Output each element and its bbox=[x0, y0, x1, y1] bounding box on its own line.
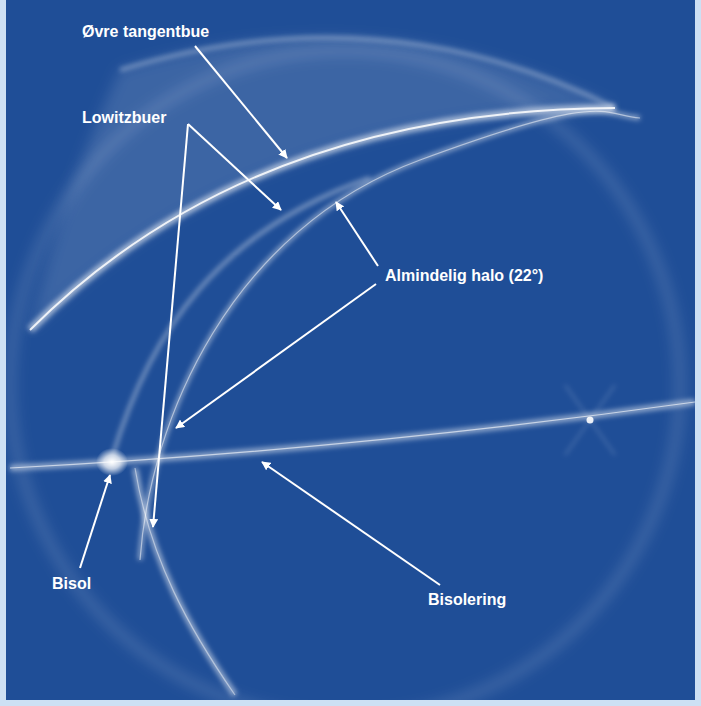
leader-arrow bbox=[195, 46, 287, 158]
leader-arrows bbox=[80, 46, 440, 585]
leader-arrow bbox=[80, 475, 110, 568]
halo-label: Lowitzbuer bbox=[82, 108, 166, 127]
tangent-arc bbox=[30, 108, 615, 330]
sky-panel bbox=[6, 0, 695, 700]
halo-label: Almindelig halo (22°) bbox=[385, 266, 543, 285]
tangent-arc-glow-line bbox=[30, 108, 615, 330]
parhelion-120-rays bbox=[565, 385, 615, 455]
halo-label: Bisol bbox=[52, 574, 91, 593]
parhelion-120 bbox=[587, 417, 594, 424]
leader-arrow bbox=[336, 202, 378, 266]
halo-label: Bisolering bbox=[428, 590, 506, 609]
tangent-arc-upper bbox=[120, 38, 615, 108]
halo-arcs bbox=[10, 38, 695, 700]
leader-arrow bbox=[176, 284, 376, 428]
leader-arrow bbox=[188, 124, 281, 210]
lowitz-arc-lower bbox=[135, 468, 235, 695]
lowitz-arc-lower-line bbox=[135, 468, 235, 695]
tangent-arc-glow bbox=[30, 38, 615, 330]
parhelion bbox=[96, 448, 128, 476]
lowitz-arc-upper bbox=[112, 178, 370, 458]
halo-22-line bbox=[140, 111, 640, 560]
leader-arrow bbox=[262, 462, 440, 585]
halo-22 bbox=[140, 111, 640, 560]
leader-arrow bbox=[153, 124, 188, 527]
halo-label: Øvre tangentbue bbox=[82, 22, 209, 41]
